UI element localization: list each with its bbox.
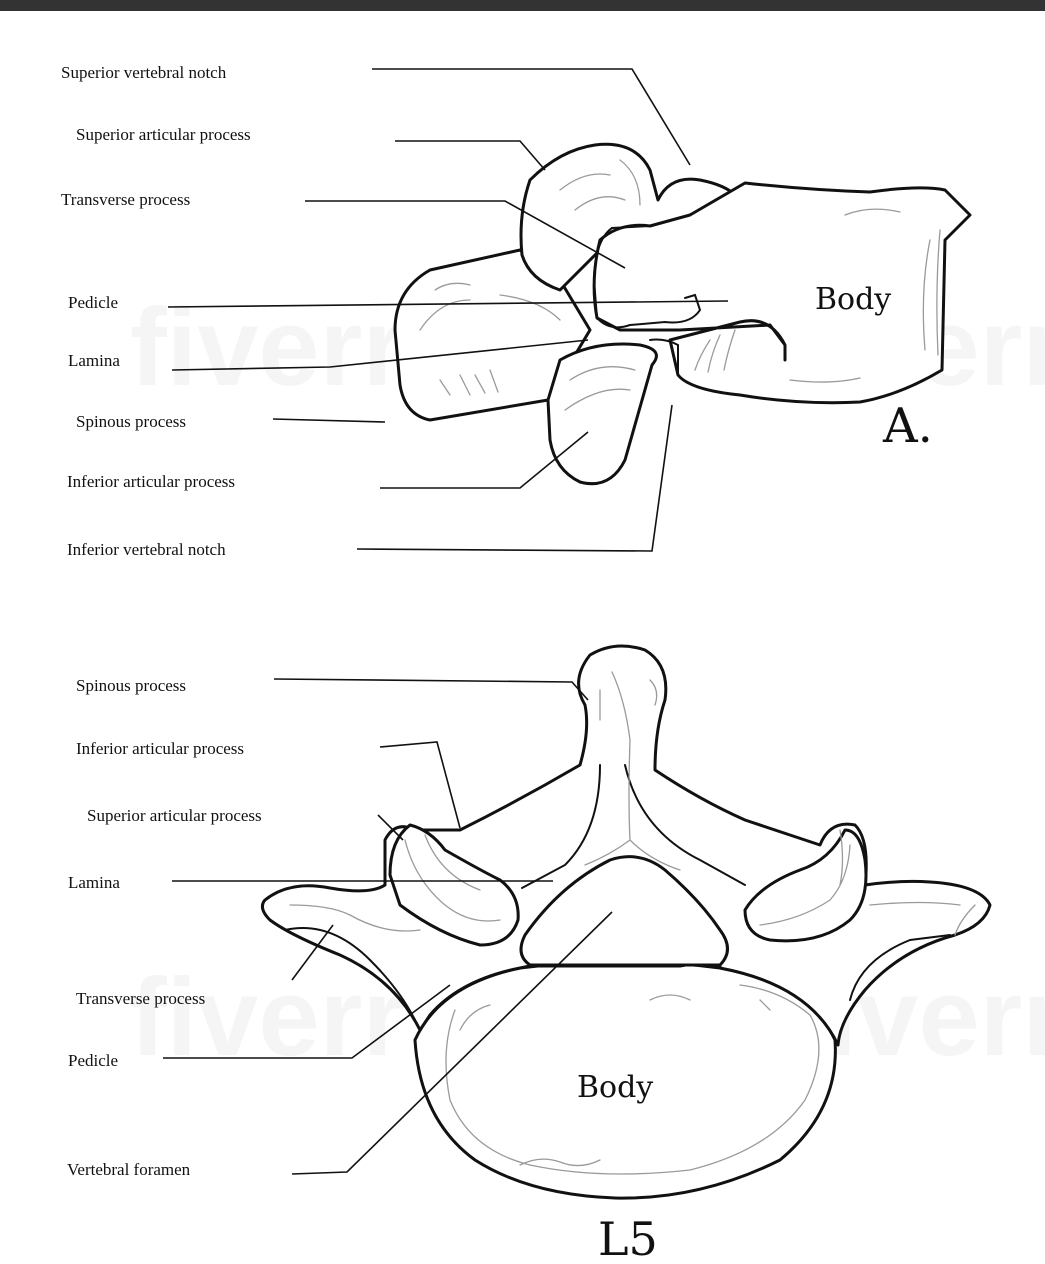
label-lamina-l5: Lamina (68, 873, 120, 892)
label-inferior-articular-process: Inferior articular process (67, 472, 235, 491)
label-superior-vertebral-notch: Superior vertebral notch (61, 63, 227, 82)
label-inferior-vertebral-notch: Inferior vertebral notch (67, 540, 226, 559)
superior-body-label: Body (577, 1070, 653, 1105)
label-inferior-articular-process-l5: Inferior articular process (76, 739, 244, 758)
label-vertebral-foramen: Vertebral foramen (67, 1160, 191, 1179)
label-superior-articular-process: Superior articular process (76, 125, 251, 144)
vertebra-name: L5 (598, 1212, 658, 1264)
label-transverse-process: Transverse process (61, 190, 190, 209)
superior-view: Spinous process Inferior articular proce… (67, 646, 990, 1264)
lateral-inferior-articular-shape (548, 344, 656, 484)
lateral-body-label: Body (815, 282, 891, 317)
label-superior-articular-process-l5: Superior articular process (87, 806, 262, 825)
label-spinous-process: Spinous process (76, 412, 186, 431)
label-lamina: Lamina (68, 351, 120, 370)
label-spinous-process-l5: Spinous process (76, 676, 186, 695)
top-bar (0, 0, 1045, 11)
label-pedicle: Pedicle (68, 293, 118, 312)
label-pedicle-l5: Pedicle (68, 1051, 118, 1070)
label-transverse-process-l5: Transverse process (76, 989, 205, 1008)
watermark-text: fiverr (130, 956, 405, 1079)
view-letter: A. (882, 398, 933, 454)
